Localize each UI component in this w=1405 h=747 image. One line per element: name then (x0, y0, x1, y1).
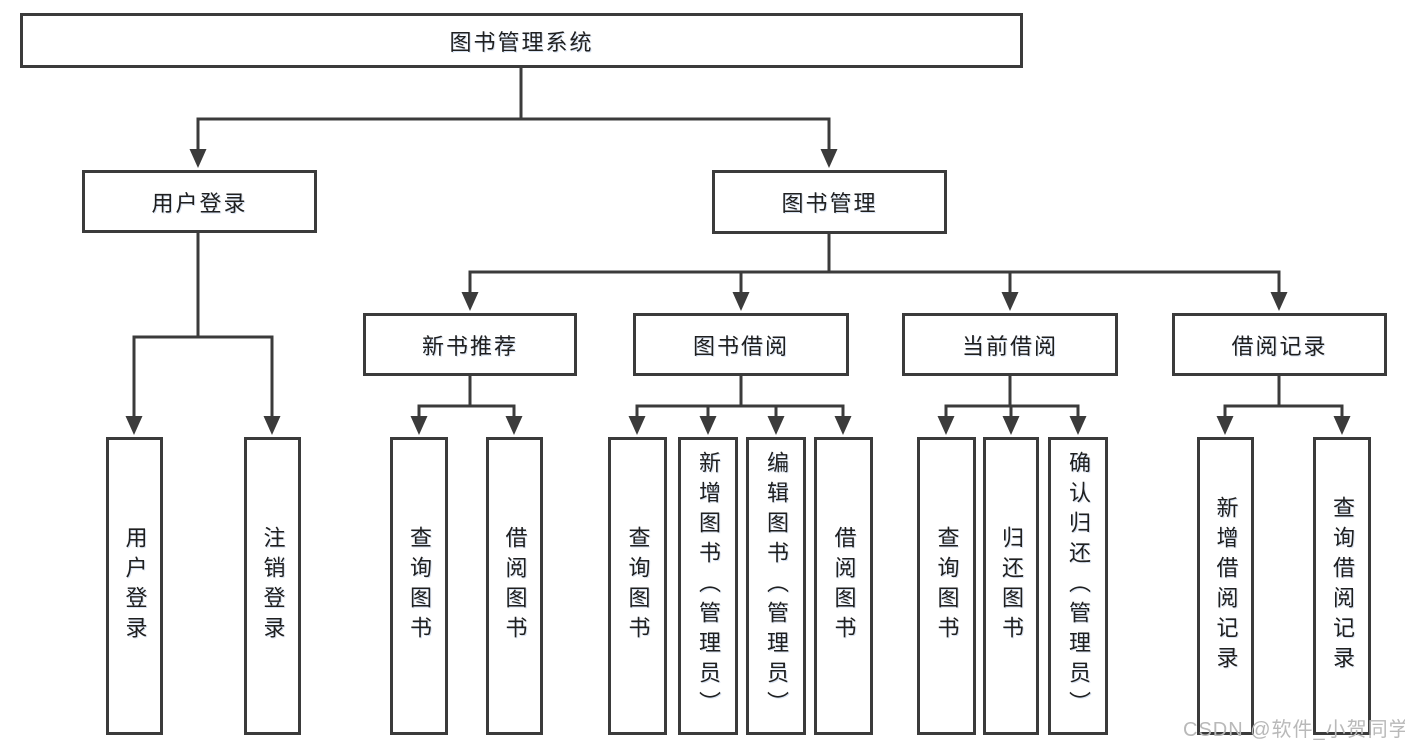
leaf-edit-book-admin: 编辑图书（管理员） (746, 437, 806, 735)
leaf-recommend-borrow-book: 借阅图书 (486, 437, 543, 735)
leaf-query-borrow-record: 查询借阅记录 (1313, 437, 1371, 735)
leaf-add-book-admin: 新增图书（管理员） (678, 437, 738, 735)
leaf-user-login: 用户登录 (106, 437, 163, 735)
leaf-confirm-return-admin: 确认归还（管理员） (1048, 437, 1108, 735)
node-book-management: 图书管理 (712, 170, 947, 234)
leaf-borrow-query-book: 查询图书 (608, 437, 667, 735)
leaf-recommend-query-book: 查询图书 (390, 437, 448, 735)
leaf-add-borrow-record: 新增借阅记录 (1197, 437, 1254, 735)
leaf-borrow-book: 借阅图书 (814, 437, 873, 735)
leaf-current-query-book: 查询图书 (917, 437, 976, 735)
node-user-login: 用户登录 (82, 170, 317, 233)
leaf-logout-login: 注销登录 (244, 437, 301, 735)
watermark: CSDN @软件_小贺同学 (1183, 719, 1405, 741)
node-new-book-recommend: 新书推荐 (363, 313, 577, 376)
node-root-system: 图书管理系统 (20, 13, 1023, 68)
node-borrow-records: 借阅记录 (1172, 313, 1387, 376)
node-book-borrow: 图书借阅 (633, 313, 849, 376)
node-current-borrow: 当前借阅 (902, 313, 1118, 376)
leaf-return-book: 归还图书 (983, 437, 1039, 735)
